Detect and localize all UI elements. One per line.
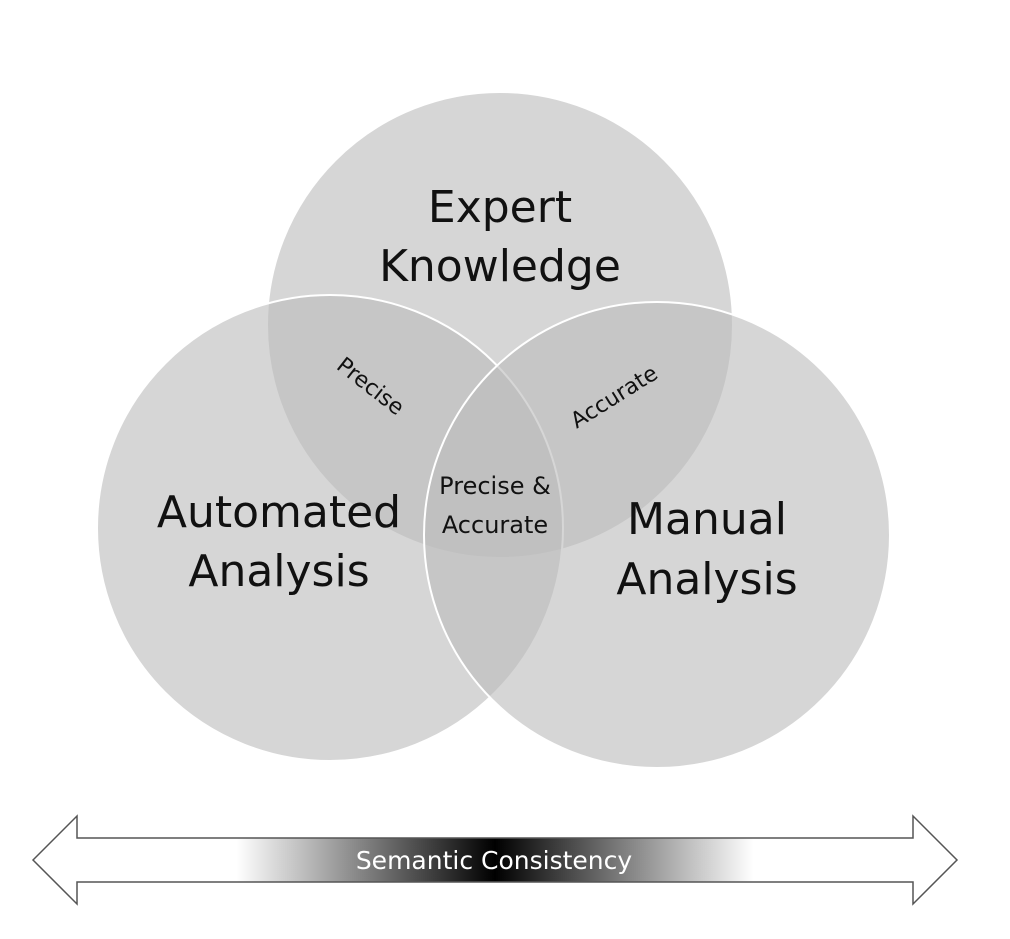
- circle-manual-analysis: [423, 301, 891, 769]
- label-automated-line2: Analysis: [188, 546, 369, 597]
- arrow-label-semantic-consistency: Semantic Consistency: [356, 846, 633, 875]
- label-automated-line1: Automated: [157, 487, 401, 538]
- label-manual-line2: Analysis: [616, 554, 797, 605]
- label-expert-line2: Knowledge: [379, 241, 621, 292]
- bidirectional-arrow: [31, 814, 959, 906]
- venn-circles: [96, 91, 891, 769]
- label-manual-line1: Manual: [627, 494, 787, 545]
- label-center-line2: Accurate: [442, 511, 548, 539]
- label-expert-line1: Expert: [428, 182, 572, 233]
- label-center-line1: Precise &: [439, 472, 551, 500]
